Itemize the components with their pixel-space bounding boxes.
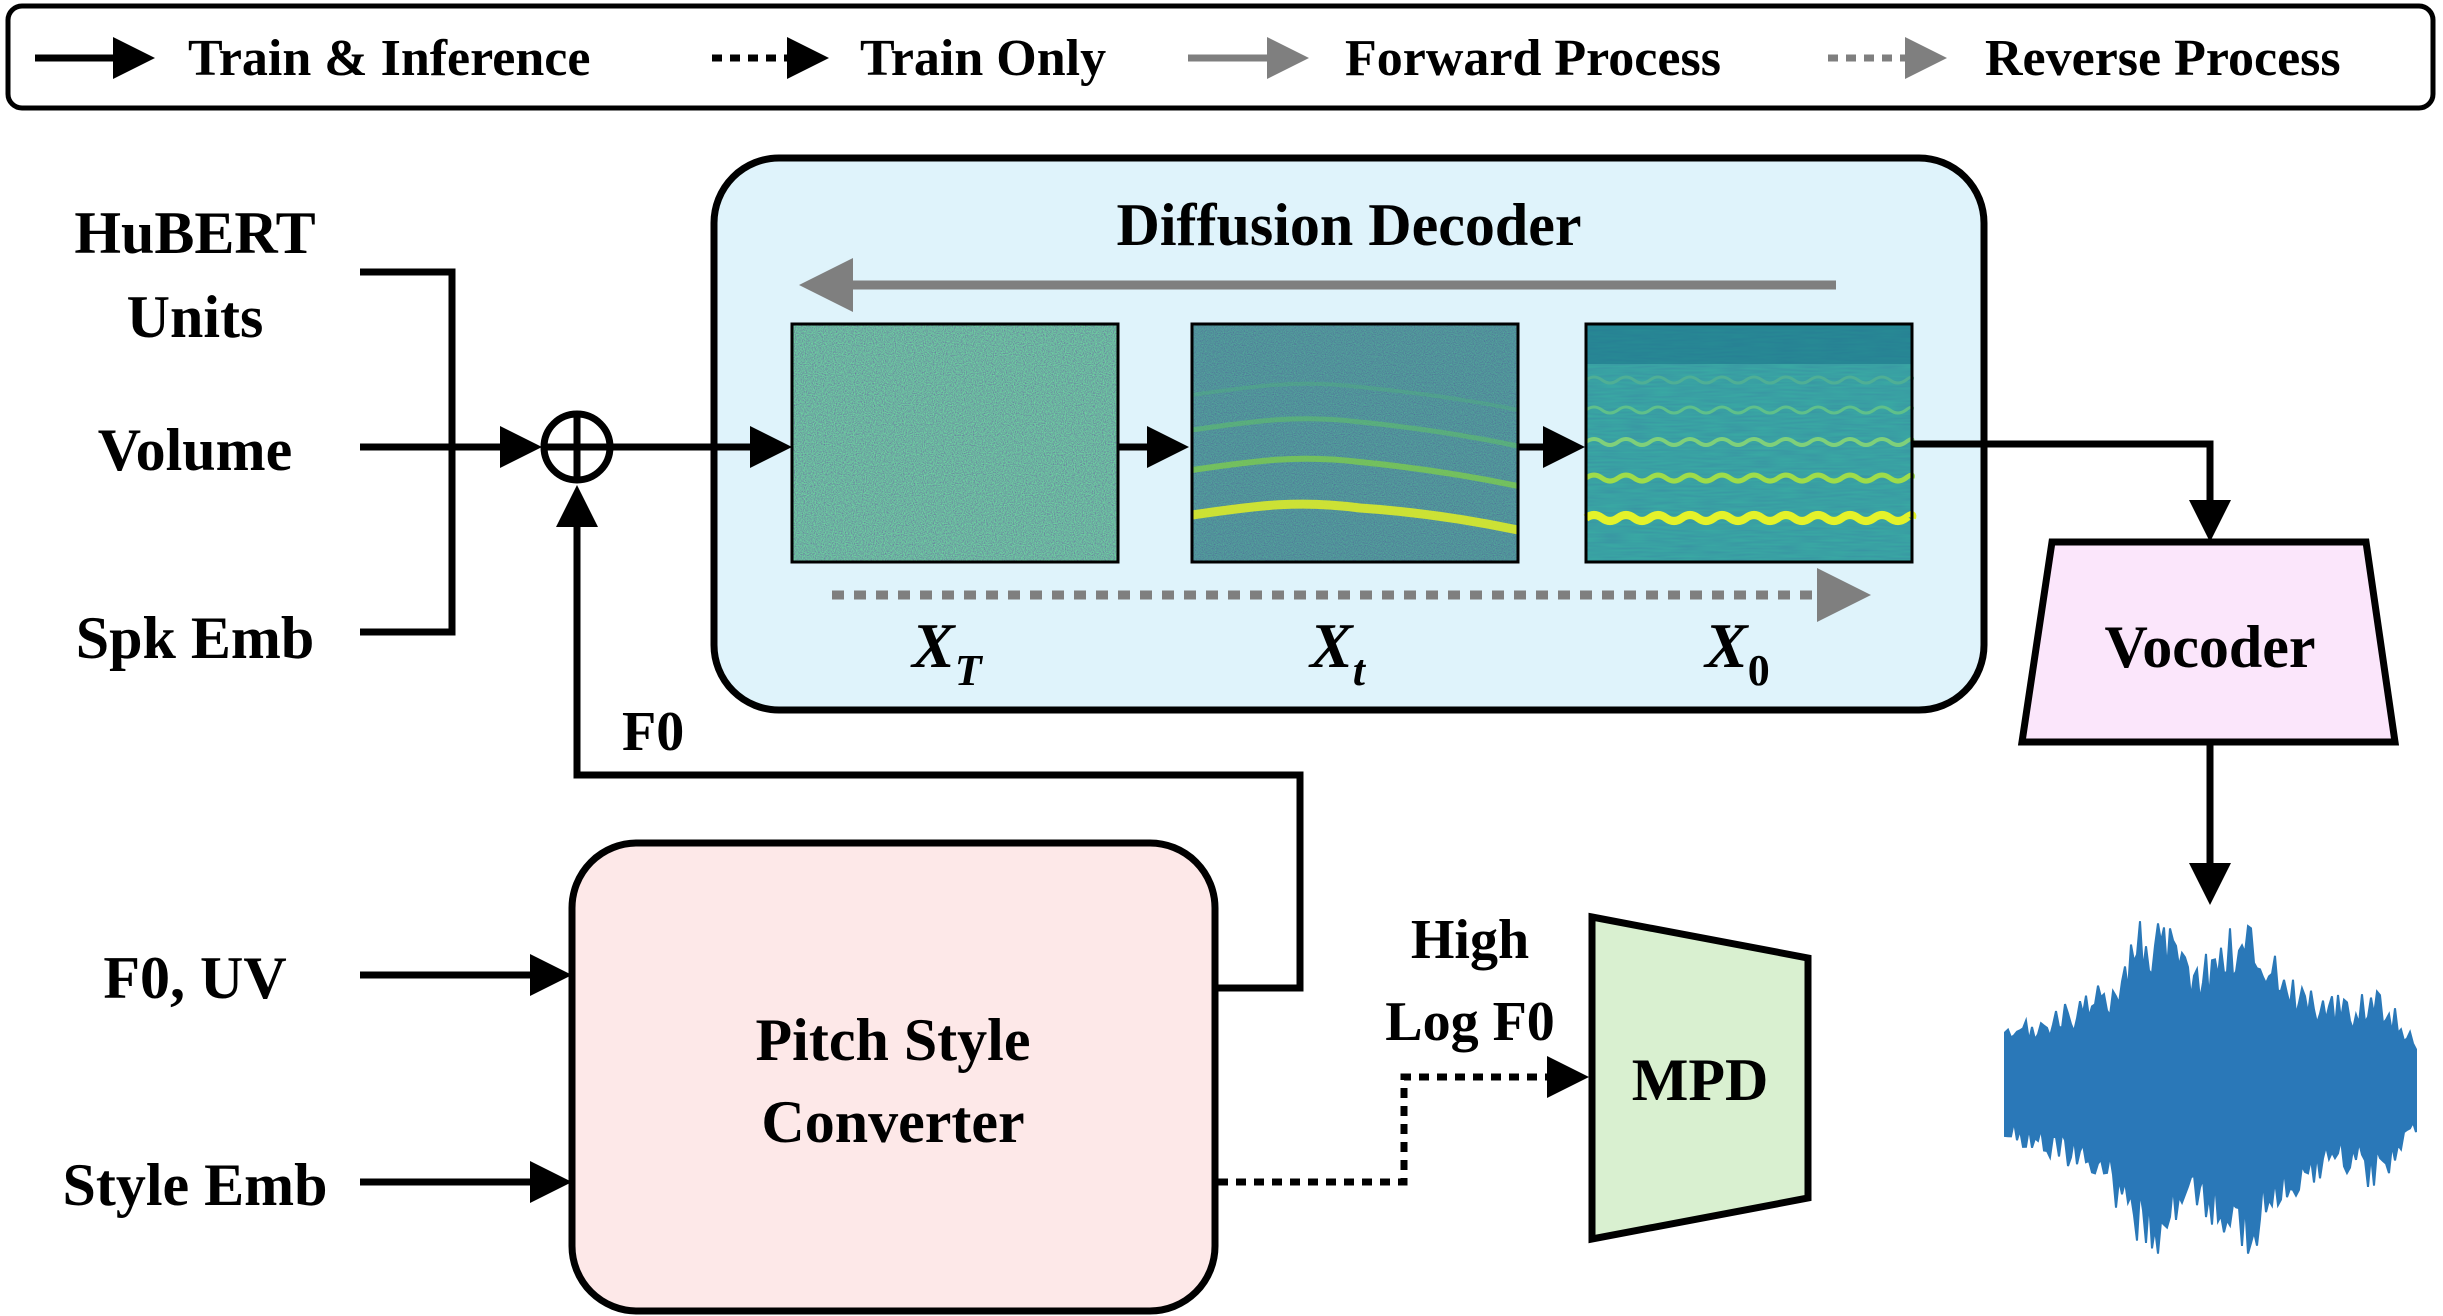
high-log-f0-label-line2: Log F0 [1385,991,1555,1053]
spectrogram-x0 [1583,322,1917,564]
spectrogram-xt [1190,322,1520,564]
legend-reverse-process-label: Reverse Process [1985,30,2341,87]
spectrogram-xT [790,322,1120,564]
diffusion-decoder-title: Diffusion Decoder [1117,192,1582,258]
style-emb-label: Style Emb [62,1152,327,1218]
high-log-f0-label-line1: High [1411,909,1529,971]
legend-train-only-label: Train Only [860,30,1106,87]
f0-feedback-arrow [556,485,1304,992]
vocoder-label: Vocoder [2104,614,2315,680]
hubert-label-line2: Units [127,284,264,350]
volume-label: Volume [98,417,292,483]
converter-to-mpd-arrow [1218,1056,1589,1186]
legend-train-inference-label: Train & Inference [188,30,590,87]
mpd-box [1588,912,1812,1244]
pitch-style-converter-box [568,839,1219,1315]
spk-emb-label: Spk Emb [76,605,314,671]
legend: Train & Inference Train Only Forward Pro… [5,3,2436,111]
input-merge-bracket [360,268,456,636]
vocoder-box [2017,538,2400,746]
x0-label: X0 [1703,610,1770,695]
mpd-label: MPD [1632,1047,1769,1113]
hubert-label-line1: HuBERT [74,200,315,266]
pitch-style-converter-label-line2: Converter [761,1089,1024,1155]
xt-label: Xt [1308,610,1367,695]
xT-label: XT [910,610,984,695]
decoder-to-vocoder-arrow [1912,440,2231,542]
output-waveform [2004,921,2417,1254]
f0-uv-label: F0, UV [103,945,286,1011]
f0-label: F0 [622,701,684,763]
legend-forward-process-label: Forward Process [1345,30,1721,87]
pitch-style-converter-label-line1: Pitch Style [756,1007,1031,1073]
sum-node [540,410,614,484]
